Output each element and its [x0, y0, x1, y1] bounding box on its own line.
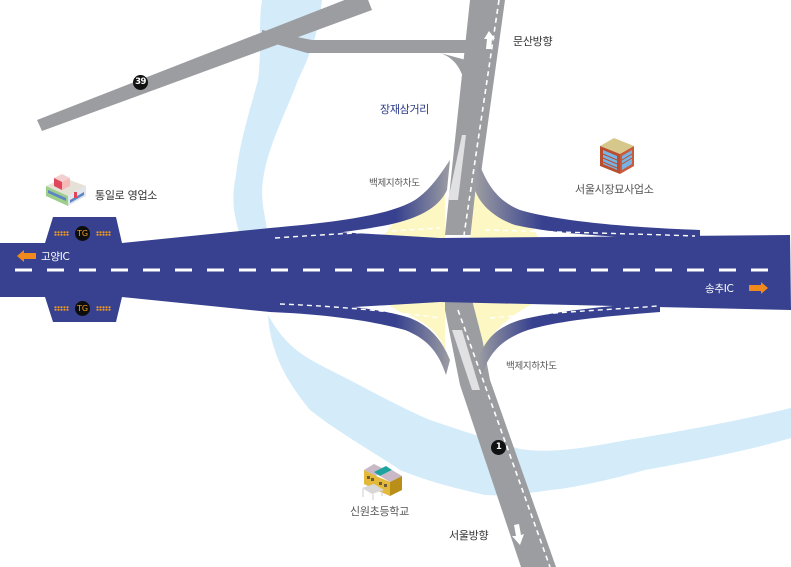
ramp-line-se	[489, 305, 659, 319]
label-seoul-direction: 서울방향	[449, 529, 489, 542]
ramp-curve-sw	[270, 300, 450, 375]
arrow-up-icon	[484, 31, 495, 49]
ramp-curve-ne	[475, 160, 700, 240]
ramp-sw	[380, 300, 445, 350]
label-sinwon-elementary: 신원초등학교	[350, 505, 409, 518]
label-songchu-ic: 송추IC	[705, 283, 734, 295]
route-1-badge: 1	[491, 440, 506, 455]
toll-gate-top-badge: TG	[75, 226, 90, 241]
toll-lights-icon	[54, 231, 69, 236]
connector-curve	[440, 53, 466, 90]
toll-lights-icon	[96, 231, 111, 236]
building-icon	[46, 174, 86, 206]
ramp-line-sw	[279, 303, 441, 319]
median-island-south	[452, 330, 480, 390]
route-1-centerline-south	[457, 309, 551, 567]
toll-lights-icon	[54, 306, 69, 311]
label-baekje-underpass-north: 백제지하차도	[369, 178, 420, 189]
route-39-badge: 39	[133, 75, 148, 90]
ramp-curve-se	[478, 302, 660, 375]
toll-lights-icon	[96, 306, 111, 311]
route-39-road	[37, 0, 372, 131]
arrow-right-icon	[749, 282, 768, 294]
label-tongilro-tollgate: 통일로 영업소	[95, 189, 158, 202]
label-jangjae-junction: 장재삼거리	[380, 103, 430, 116]
expressway	[0, 217, 791, 322]
arrow-left-icon	[17, 250, 36, 262]
route-1-centerline-north	[463, 0, 500, 236]
ramp-line-nw	[274, 227, 441, 239]
river-lower	[268, 315, 791, 496]
ramp-line-ne	[484, 229, 696, 237]
office-building-icon	[600, 138, 634, 174]
ramp-se	[472, 300, 540, 350]
label-munsan-direction: 문산방향	[513, 35, 553, 48]
label-baekje-underpass-south: 백제지하차도	[506, 361, 557, 372]
label-goyang-ic: 고양IC	[41, 251, 70, 263]
connector-road	[262, 30, 470, 53]
label-seoul-cemetery-office: 서울시장묘사업소	[575, 183, 654, 196]
toll-gate-bottom-badge: TG	[75, 301, 90, 316]
median-island-north	[448, 135, 466, 200]
arrow-down-icon	[512, 524, 524, 545]
river-upper	[233, 0, 322, 235]
ramp-curve-nw	[270, 160, 450, 240]
school-icon	[362, 464, 402, 500]
